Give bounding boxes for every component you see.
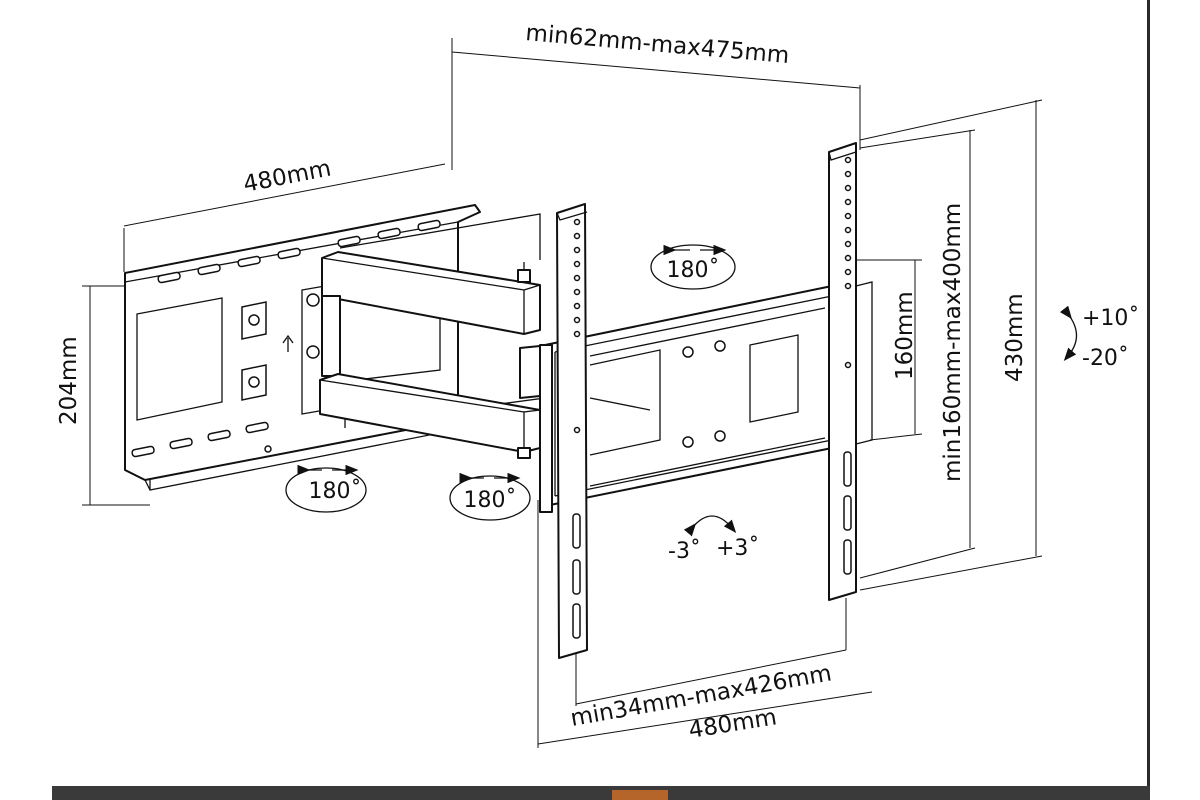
rotate-minus-label: -3˚ [668, 539, 701, 564]
frame-bottom-accent [612, 790, 668, 800]
frame-right-border [1147, 0, 1150, 786]
tilt-down-label: -20˚ [1082, 346, 1129, 371]
swivel-indicator-arm: 180˚ [449, 472, 531, 521]
dim-tv-bracket-width: 480mm [687, 704, 779, 744]
left-arm-holes [573, 218, 581, 434]
tv-bracket [539, 142, 873, 659]
wall-plate [124, 204, 481, 491]
swivel-top-label: 180˚ [667, 258, 720, 283]
right-arm-holes [844, 156, 852, 369]
articulating-arms [319, 213, 561, 459]
wall-plate-slots-top [157, 219, 441, 284]
swivel-arm-label: 180˚ [464, 488, 517, 513]
wall-plate-slots-bottom [131, 421, 269, 458]
dim-tv-bracket-height: 430mm [1002, 293, 1028, 382]
tilt-up-label: +10˚ [1082, 306, 1139, 331]
dim-vesa-vertical-min: 160mm [892, 291, 918, 380]
up-arrow-icon [282, 334, 294, 352]
dim-vesa-vertical-range: min160mm-max400mm [940, 203, 966, 482]
frame-bottom-bar [52, 786, 1150, 800]
dim-wall-plate-width: 480mm [241, 155, 333, 197]
tilt-indicator: +10˚ -20˚ [1059, 305, 1139, 371]
swivel-indicator-top: 180˚ [650, 244, 736, 290]
swivel-indicator-wall: 180˚ [285, 464, 367, 513]
swivel-wall-label: 180˚ [309, 479, 362, 504]
rotation-indicator: -3˚ +3˚ [668, 515, 759, 564]
rotate-plus-label: +3˚ [716, 536, 759, 561]
dim-wall-plate-height: 204mm [56, 336, 82, 425]
